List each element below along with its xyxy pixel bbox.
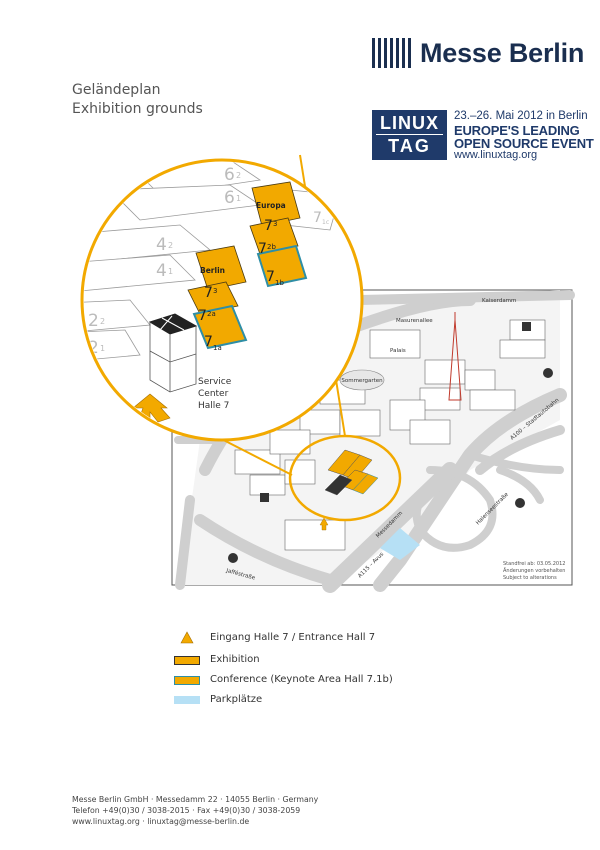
e-2b-sub: 2b [267, 243, 276, 251]
service-center-line2: Center [198, 389, 229, 399]
b-1a-sub: 1a [213, 344, 222, 352]
legend-exhibition-label: Exhibition [210, 654, 260, 665]
e-2b-num: 7 [258, 241, 267, 257]
small-map-hall7 [324, 449, 379, 496]
road-loop [412, 466, 497, 552]
berlin-halls [187, 245, 248, 350]
linuxtag-logo-line1: LINUX [380, 113, 439, 133]
status-note-2: Änderungen vorbehalten [503, 567, 565, 574]
hall-7c-num: 7 [313, 210, 322, 226]
messe-berlin-bars-icon [372, 38, 412, 68]
linuxtag-logo: LINUX TAG [372, 110, 447, 160]
hall-6-2-sub: 2 [236, 171, 241, 180]
hall-berlin [195, 245, 247, 291]
hall-4-1-sub: 1 [168, 267, 173, 276]
transit-icons [228, 322, 553, 563]
hall-2-2-num: 2 [88, 311, 99, 331]
hall-4-2-num: 4 [156, 235, 167, 255]
hall-4-2-sub: 2 [168, 241, 173, 250]
hall-europa [251, 181, 301, 227]
status-note-3: Subject to alterations [503, 575, 557, 581]
service-center-line1: Service [198, 377, 232, 387]
footer-contact: www.linuxtag.org · linuxtag@messe-berlin… [72, 817, 250, 826]
status-note-1: Standfrei ab: 03.05.2012 [503, 561, 565, 567]
small-entrance-arrow-icon [319, 517, 329, 531]
legend-conference-label: Conference (Keynote Area Hall 7.1b) [210, 674, 393, 685]
hall-4-1-num: 4 [156, 261, 167, 281]
e-1b-sub: 1b [275, 279, 284, 287]
kaiserdamm-label: Kaiserdamm [482, 298, 516, 304]
hall-6-1-num: 6 [224, 188, 235, 208]
hall-7-2b [249, 217, 299, 255]
legend-parking-swatch [174, 696, 200, 704]
hall-7c-sub: 1c [322, 219, 329, 226]
berlin-sub: 3 [213, 287, 217, 295]
hall-7-2a [187, 281, 239, 315]
event-url: www.linuxtag.org [454, 149, 538, 161]
road-messedamm [322, 462, 458, 593]
berlin-num: 7 [204, 285, 213, 301]
footer-address: Messe Berlin GmbH · Messedamm 22 · 14055… [72, 795, 319, 804]
europa-halls [249, 181, 308, 288]
palais-label: Palais [390, 348, 406, 354]
legend-entrance-label: Eingang Halle 7 / Entrance Hall 7 [210, 632, 376, 643]
sommergarten-label: Sommergarten [341, 378, 383, 384]
legend-conference-swatch [174, 676, 200, 685]
page-title-de: Geländeplan [72, 82, 161, 98]
europa-sub: 3 [273, 220, 277, 228]
hall-6-2-num: 6 [224, 165, 235, 185]
funkturm-icon [448, 319, 462, 401]
hall-2-2-sub: 2 [100, 317, 105, 326]
brand-name: Messe Berlin [420, 38, 585, 68]
hall-6-1-sub: 1 [236, 194, 241, 203]
b-2a-sub: 2a [207, 310, 216, 318]
masurenallee-label: Masurenallee [396, 318, 433, 324]
parking-area [380, 528, 420, 560]
hall-7-1a [192, 304, 248, 350]
road-kaiserdamm [355, 290, 575, 305]
europa-label: Europa [256, 201, 286, 210]
b-1a-num: 7 [204, 334, 213, 350]
hall-2-1-num: 2 [88, 338, 99, 358]
hall-2-1-sub: 1 [100, 344, 105, 353]
e-1b-num: 7 [266, 269, 275, 285]
b-2a-num: 7 [198, 308, 207, 324]
hall-7-1b [256, 244, 308, 288]
event-tagline-1: EUROPE'S LEADING [454, 123, 580, 138]
service-center-line3: Halle 7 [198, 401, 229, 411]
event-date: 23.–26. Mai 2012 in Berlin [454, 110, 588, 122]
sommergarten [339, 369, 385, 391]
berlin-label: Berlin [200, 266, 225, 275]
europa-num: 7 [264, 218, 273, 234]
exhibition-grounds-map: Sommergarten Palais Kaiserdamm A100 – St… [80, 154, 575, 593]
linuxtag-logo-line2: TAG [388, 136, 431, 156]
page-title-en: Exhibition grounds [72, 101, 203, 117]
event-tagline-2: OPEN SOURCE EVENT [454, 136, 594, 151]
zoom-outline-halls [84, 162, 341, 366]
service-center-building [148, 313, 198, 393]
legend-parking-label: Parkplätze [210, 694, 263, 705]
legend-exhibition-swatch [174, 656, 200, 665]
messe-berlin-logo: Messe Berlin [372, 36, 584, 72]
legend-arrow-icon [180, 631, 194, 644]
footer-phone: Telefon +49(0)30 / 3038-2015 · Fax +49(0… [72, 806, 301, 815]
